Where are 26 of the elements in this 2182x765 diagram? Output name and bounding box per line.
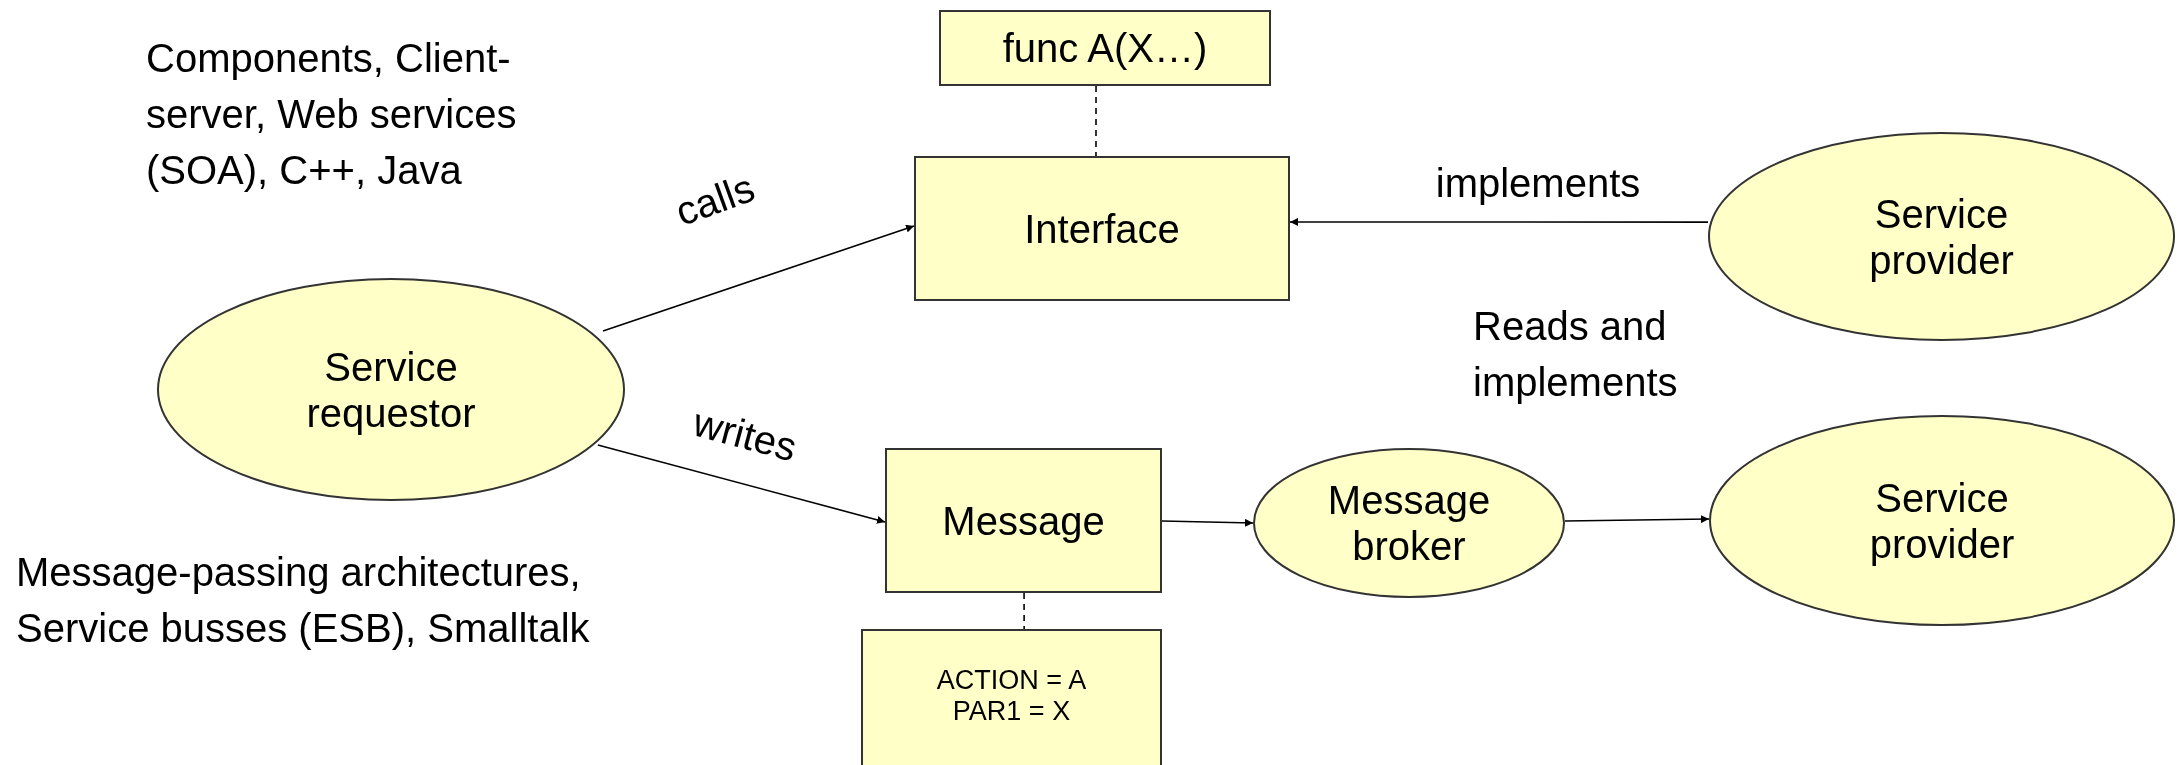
provider-ellipse xyxy=(1709,415,2175,626)
technology-list: Components, Client-server, Web services (SOA), C++, Java xyxy=(146,30,566,198)
note-text: Reads and implements xyxy=(1473,303,1679,406)
interface-box xyxy=(914,156,1290,301)
node-label: ACTION = A PAR1 = X xyxy=(935,665,1088,728)
message-box xyxy=(885,448,1162,593)
arrow xyxy=(602,224,915,332)
arrow xyxy=(1564,515,1710,524)
broker-ellipse xyxy=(1253,448,1565,598)
arrow xyxy=(1289,218,1709,226)
function-box xyxy=(939,10,1271,86)
arrow xyxy=(1161,518,1254,527)
node-label: Service requestor xyxy=(305,343,477,436)
dashed-line xyxy=(1095,85,1097,157)
message-content-box xyxy=(861,629,1162,765)
node-label: Message xyxy=(942,497,1105,544)
arrow xyxy=(597,444,886,524)
requestor-ellipse xyxy=(157,278,625,501)
technology-list: Message-passing architectures, Service busses (ESB), Smalltalk xyxy=(16,544,596,656)
node-label: Service provider xyxy=(1868,190,2015,283)
dashed-line xyxy=(1023,592,1025,630)
node-label: Service provider xyxy=(1868,474,2016,567)
node-label: func A(X…) xyxy=(1002,25,1208,71)
node-label: Interface xyxy=(1024,205,1180,252)
provider-ellipse xyxy=(1708,132,2175,341)
node-label: Message broker xyxy=(1326,477,1492,569)
